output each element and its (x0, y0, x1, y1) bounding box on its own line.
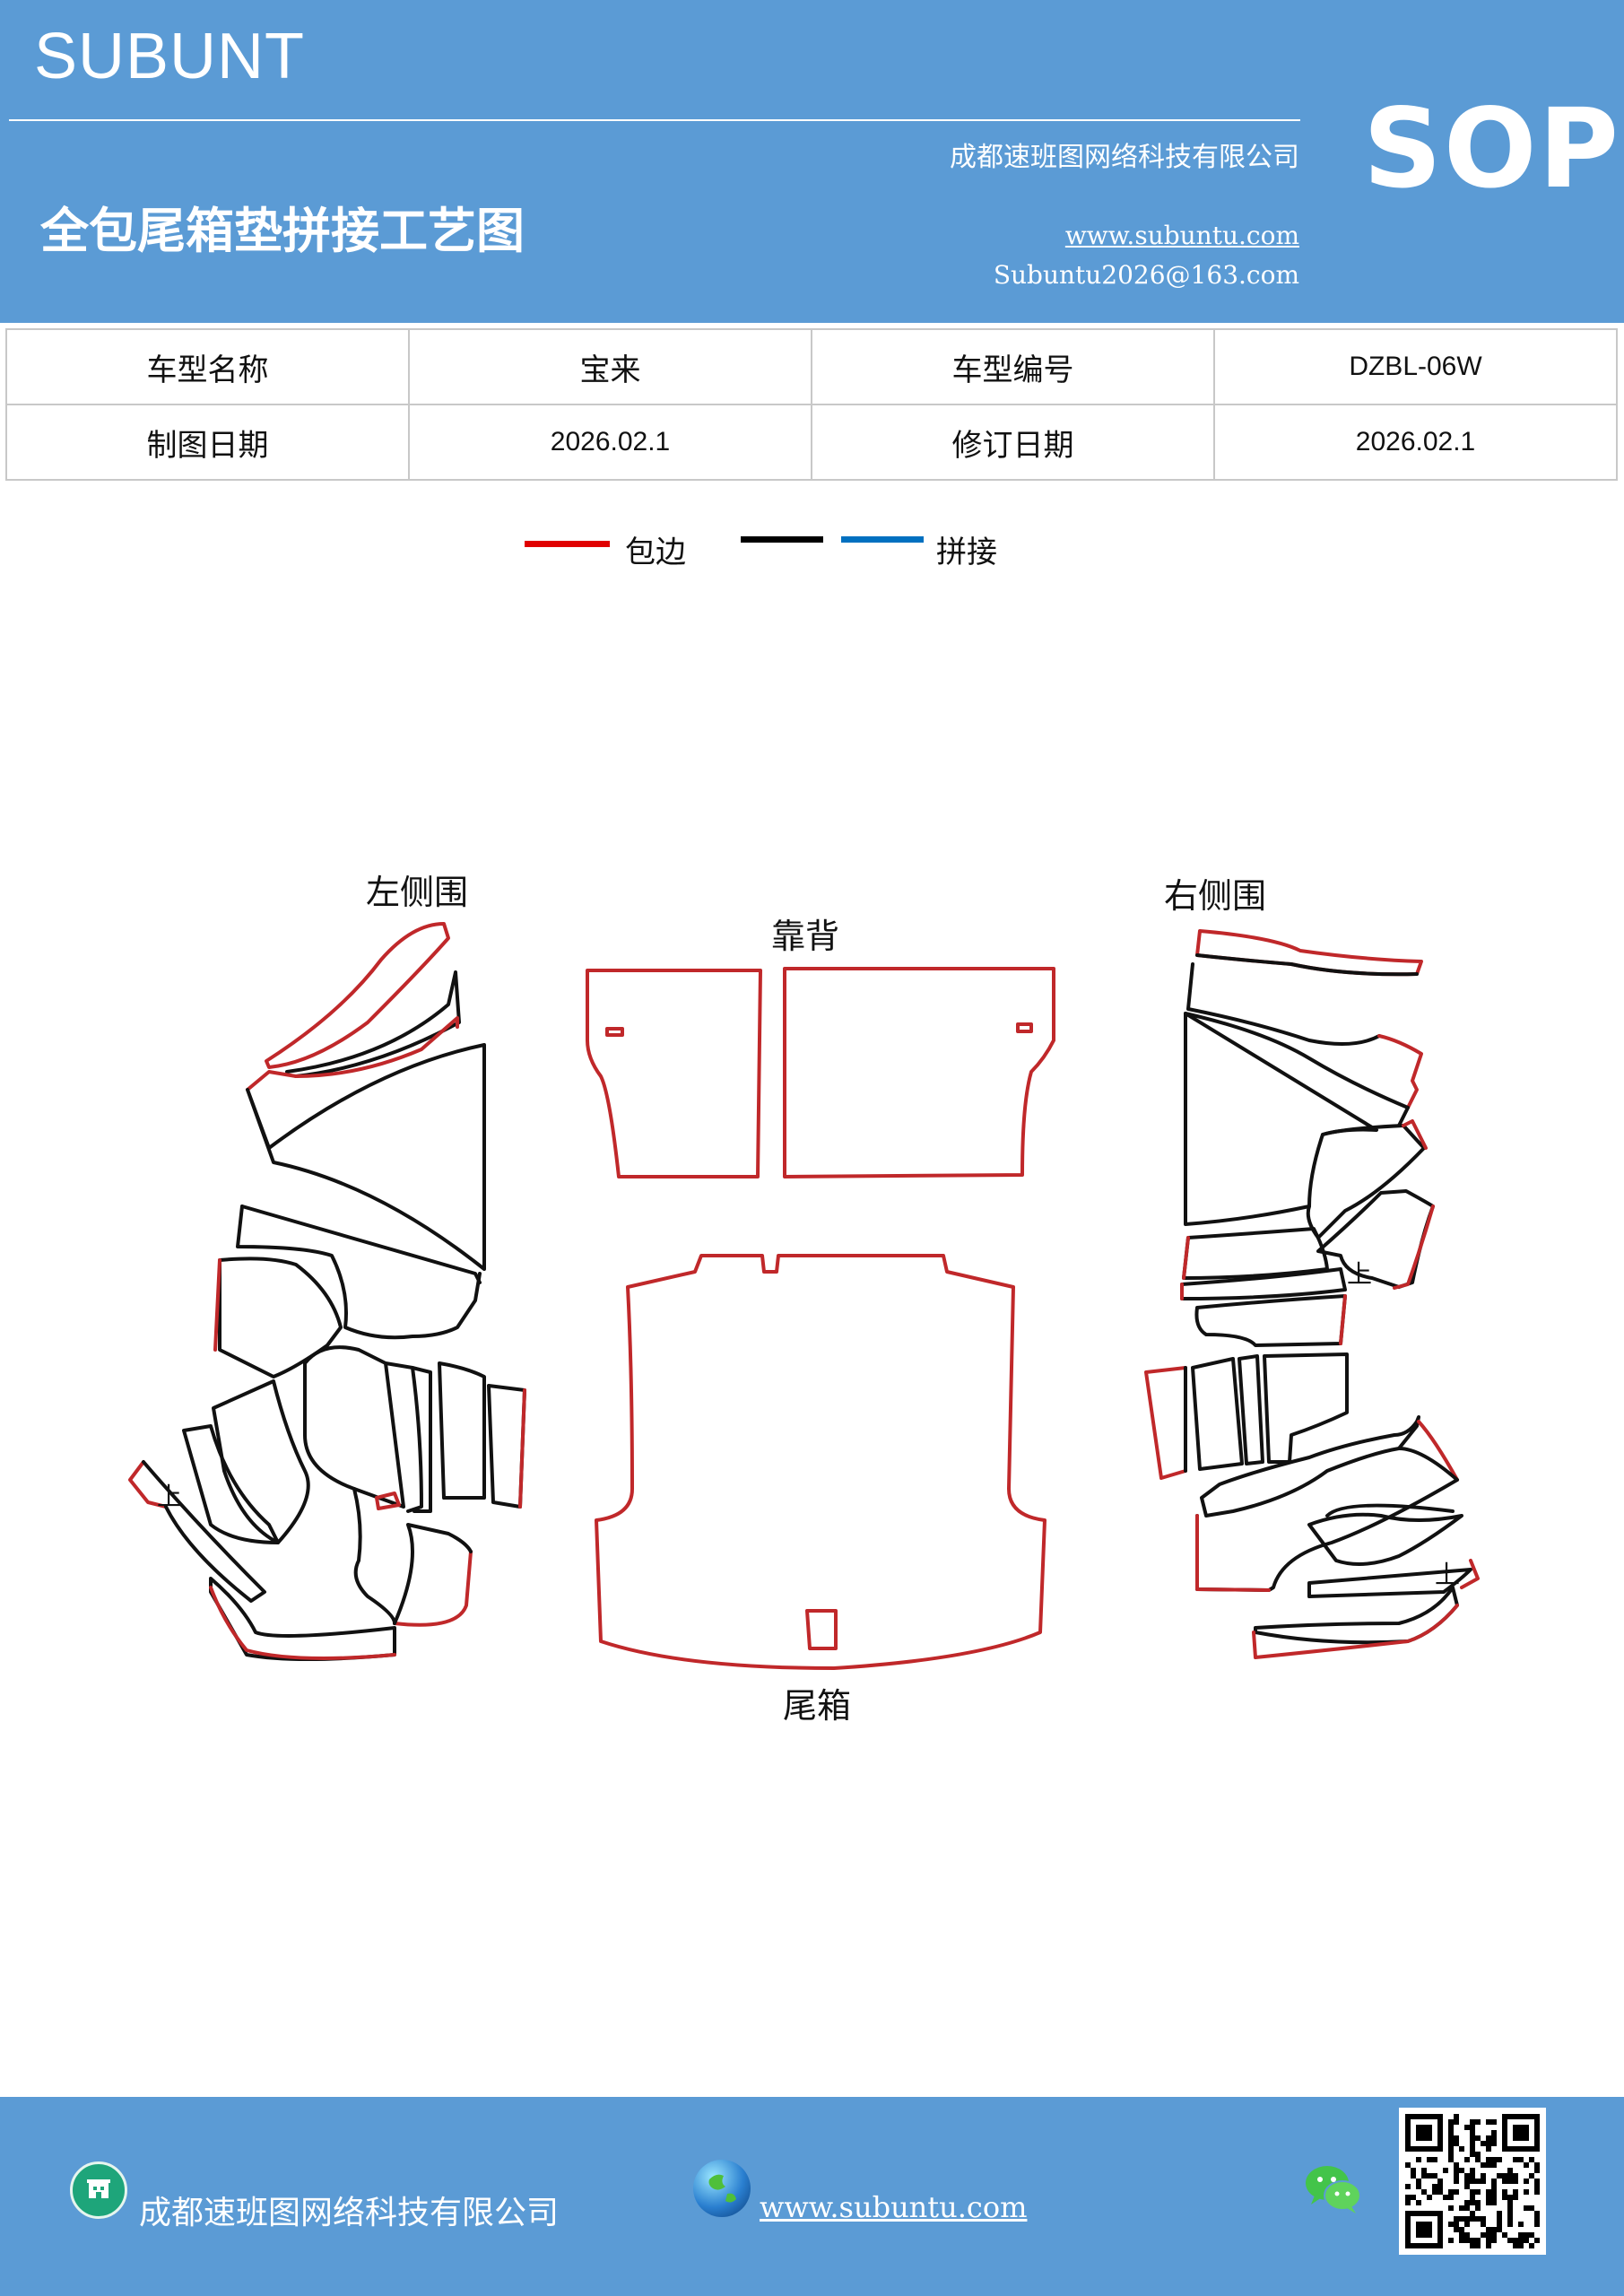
brand-logo-text: SUBUNT (34, 21, 306, 92)
left-panel-piece (128, 1460, 168, 1509)
legend-edge-swatch (525, 541, 610, 547)
qr-code (1399, 2108, 1546, 2255)
table-cell-label: 修订日期 (811, 404, 1215, 481)
left-panel-piece (182, 1424, 280, 1544)
trunk-label: 尾箱 (783, 1686, 851, 1726)
right-panel-piece (1182, 1227, 1329, 1280)
left-side-label: 左侧围 (366, 873, 468, 912)
right-panel-piece (1393, 1205, 1435, 1290)
right-panel-piece (1307, 1568, 1472, 1598)
left-panel-piece (142, 1460, 266, 1603)
document-title: 全包尾箱垫拼接工艺图 (40, 203, 525, 259)
footer-website-link[interactable]: www.subuntu.com (760, 2190, 1028, 2224)
header-website-link[interactable]: www.subuntu.com (1064, 221, 1299, 250)
up-mark-right-bottom: 上 (1435, 1560, 1460, 1589)
table-cell-label: 车型名称 (5, 328, 410, 405)
left-panel-piece (246, 1043, 486, 1271)
left-panel-piece (236, 1205, 482, 1340)
legend-black-swatch (741, 536, 823, 543)
left-panel-piece (212, 1379, 310, 1544)
right-panel-piece (1195, 1447, 1459, 1592)
table-row: 车型名称 宝来 车型编号 DZBL-06W (5, 328, 1618, 405)
backrest-right-piece (783, 967, 1055, 1178)
right-panel-piece (1339, 1294, 1347, 1345)
table-cell-value: 2026.02.1 (1213, 404, 1618, 481)
right-panel-piece (1195, 953, 1419, 977)
table-cell-label: 制图日期 (5, 404, 410, 481)
right-panel-piece (1316, 1189, 1435, 1289)
table-row: 制图日期 2026.02.1 修订日期 2026.02.1 (5, 404, 1618, 481)
left-panel-piece (265, 922, 450, 1069)
trunk-floor-piece (595, 1254, 1046, 1670)
globe-icon (693, 2160, 751, 2217)
up-mark-right-top: 上 (1347, 1259, 1372, 1289)
right-panel-piece (1194, 1294, 1347, 1347)
right-panel-piece (1417, 1420, 1459, 1482)
header-divider (9, 119, 1300, 121)
backrest-label: 靠背 (771, 917, 839, 956)
left-panel-piece (411, 1366, 432, 1513)
footer-banner: 成都速班图网络科技有限公司 www.subuntu.com (0, 2097, 1624, 2296)
backrest-clip (1016, 1022, 1033, 1033)
left-panel-piece (438, 1361, 486, 1500)
right-panel-piece (1307, 1512, 1463, 1566)
left-panel-piece (384, 1361, 423, 1513)
right-panel-piece (1182, 1236, 1190, 1280)
legend-splice-label: 拼接 (936, 535, 997, 570)
table-cell-label: 车型编号 (811, 328, 1215, 405)
right-panel-piece (1402, 1119, 1428, 1150)
right-panel-piece (1180, 1267, 1347, 1300)
up-mark-left: 上 (157, 1482, 182, 1511)
right-panel-piece (1460, 1559, 1480, 1589)
footer-company: 成都速班图网络科技有限公司 (139, 2195, 560, 2231)
right-panel-piece (1191, 1357, 1244, 1471)
right-panel-piece (1252, 1604, 1459, 1659)
left-panel-piece (518, 1388, 526, 1509)
right-panel-piece (1263, 1352, 1349, 1464)
header-email: Subuntu2026@163.com (993, 260, 1299, 290)
left-panel-piece (303, 1345, 405, 1509)
left-panel-piece (352, 1487, 396, 1625)
right-panel-piece (1184, 1012, 1410, 1127)
table-cell-value: 2026.02.1 (408, 404, 812, 481)
left-panel-piece (209, 1586, 396, 1660)
left-panel-piece (246, 1016, 459, 1091)
table-cell-value: 宝来 (408, 328, 812, 405)
trunk-floor-handle (805, 1609, 838, 1650)
building-icon (70, 2161, 127, 2219)
right-panel-piece (1195, 1514, 1271, 1592)
left-panel-piece (285, 970, 461, 1078)
left-panel-piece (240, 1205, 482, 1284)
table-cell-value: DZBL-06W (1213, 328, 1618, 405)
backrest-clip (605, 1027, 624, 1037)
sop-mark: SOP (1363, 85, 1620, 213)
right-panel-piece (1238, 1354, 1264, 1465)
left-panel-piece (218, 1257, 343, 1378)
legend-blue-swatch (841, 536, 924, 543)
right-panel-piece (1144, 1366, 1187, 1480)
right-panel-piece (1200, 1415, 1420, 1518)
left-panel-piece (375, 1492, 401, 1510)
vehicle-info-table: 车型名称 宝来 车型编号 DZBL-06W 制图日期 2026.02.1 修订日… (5, 328, 1618, 481)
left-panel-piece (393, 1523, 473, 1625)
backrest-left-piece (586, 969, 762, 1178)
right-panel-piece (1325, 1503, 1455, 1518)
header-banner: SUBUNT 成都速班图网络科技有限公司 SOP 全包尾箱垫拼接工艺图 www.… (0, 0, 1624, 323)
right-panel-piece (1377, 1034, 1423, 1109)
header-company: 成都速班图网络科技有限公司 (950, 142, 1299, 173)
legend-edge-label: 包边 (625, 535, 686, 570)
right-side-label: 右侧围 (1164, 876, 1266, 916)
legend: 包边 拼接 (0, 527, 1624, 572)
left-panel-piece (213, 1258, 221, 1352)
right-panel-piece (1306, 1124, 1426, 1239)
right-panel-piece (1186, 962, 1381, 1046)
wechat-icon[interactable] (1302, 2160, 1365, 2217)
left-panel-piece (393, 1550, 473, 1627)
